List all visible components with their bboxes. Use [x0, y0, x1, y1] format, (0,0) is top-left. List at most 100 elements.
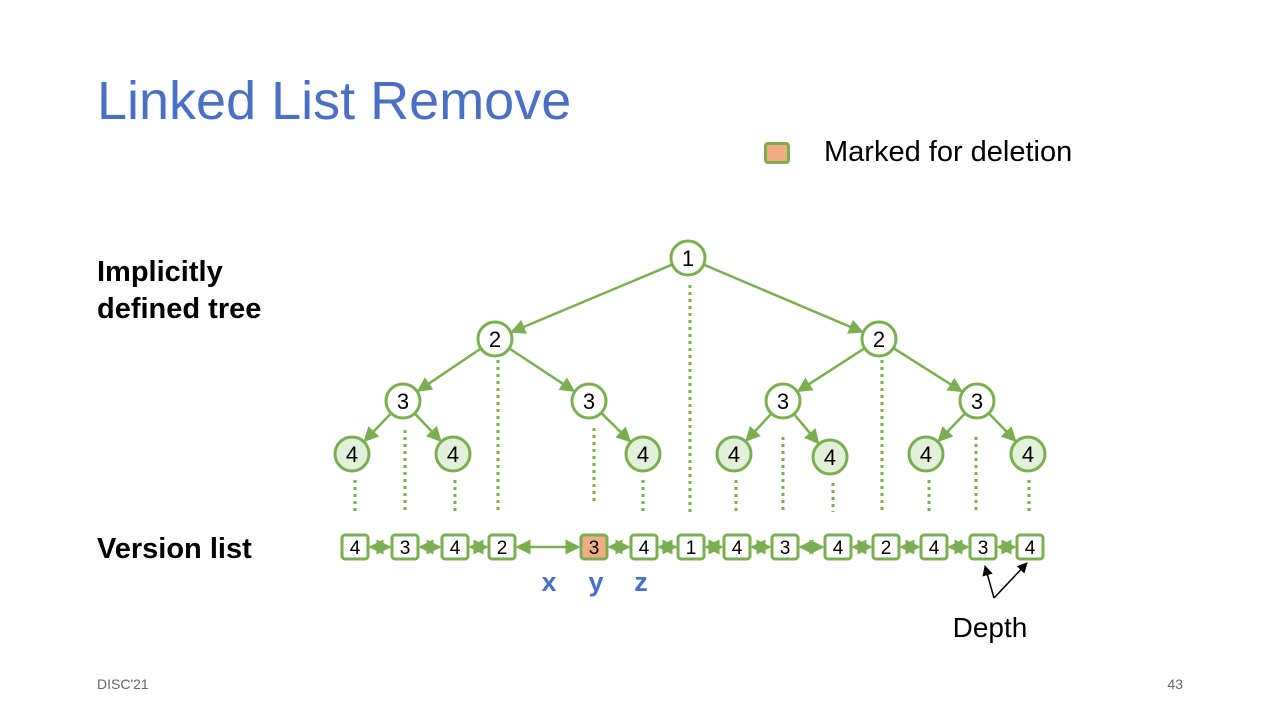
depth-annotation: Depth [953, 562, 1028, 643]
tree-node-circle [860, 320, 898, 358]
tree-node-label: 4 [728, 442, 740, 467]
version-list-box-7: 1 [676, 533, 706, 561]
list-box-label: 4 [639, 538, 650, 559]
version-list-box-8: 4 [722, 533, 752, 561]
version-list-box-14: 4 [1015, 533, 1045, 561]
tree-node-label: 1 [682, 246, 694, 271]
list-box [823, 533, 853, 561]
page-number: 43 [1167, 676, 1183, 692]
list-box [871, 533, 901, 561]
tree-node-b1: 3 [764, 382, 802, 420]
list-box [629, 533, 659, 561]
legend: Marked for deletion [764, 136, 1072, 169]
tree-node-label: 4 [346, 442, 358, 467]
list-box [919, 533, 949, 561]
tree-edge-b-b1 [796, 347, 866, 393]
tree-node-label: 3 [777, 389, 789, 414]
tree-node-circle [715, 435, 753, 473]
list-box-label: 3 [589, 538, 600, 559]
list-box [487, 533, 517, 561]
list-box [440, 533, 470, 561]
legend-swatch-marked [764, 141, 790, 164]
tree-edge-a2-l4 [600, 412, 632, 443]
tree-node-label: 2 [873, 327, 885, 352]
list-box [1015, 533, 1045, 561]
version-list-box-6: 4 [629, 533, 659, 561]
tree-node-l6: 4 [811, 438, 849, 476]
version-list-box-1: 4 [340, 533, 370, 561]
list-box-label: 3 [780, 538, 791, 559]
tree-edge-r-b [703, 263, 864, 334]
tree-node-label: 3 [397, 389, 409, 414]
tree-node-l2: 4 [434, 435, 472, 473]
list-box [770, 533, 800, 561]
version-list-boxes: 4 3 4 2 3 4 1 4 3 4 2 4 3 4 [340, 533, 1045, 561]
tree-node-label: 3 [583, 389, 595, 414]
tree-node-a2: 3 [570, 382, 608, 420]
tree-node-circle [434, 435, 472, 473]
list-box-label: 2 [881, 538, 892, 559]
tree-edge-a1-l2 [413, 412, 442, 442]
tree-edge-b2-l7 [937, 412, 967, 443]
tree-node-label: 4 [1022, 442, 1034, 467]
list-box-label: 3 [978, 538, 989, 559]
tree-edge-a-a1 [416, 347, 482, 392]
list-box-label: 1 [686, 538, 697, 559]
legend-label: Marked for deletion [824, 136, 1073, 168]
tree-edge-r-a [510, 263, 673, 334]
tree-edges [363, 263, 1017, 445]
list-box-label: 4 [450, 538, 461, 559]
version-list-box-2: 3 [390, 533, 420, 561]
tree-node-l5: 4 [715, 435, 753, 473]
version-list-box-13: 3 [968, 533, 998, 561]
tree-edge-a1-l1 [363, 412, 393, 443]
tree-edge-b-b2 [892, 347, 964, 393]
tree-node-circle [624, 435, 662, 473]
depth-arrow-2 [993, 562, 1028, 599]
pointer-label-x: x [541, 567, 556, 597]
tree-node-label: 4 [447, 442, 459, 467]
tree-node-circle [669, 239, 707, 277]
tree-label-line1: Implicitly [97, 256, 223, 288]
version-list-box-12: 4 [919, 533, 949, 561]
tree-node-circle [907, 435, 945, 473]
tree-node-circle [1009, 435, 1047, 473]
list-box-label: 2 [497, 538, 508, 559]
list-box-label: 4 [833, 538, 844, 559]
tree-node-a: 2 [476, 320, 514, 358]
tree-node-label: 4 [637, 442, 649, 467]
version-list-box-9: 3 [770, 533, 800, 561]
tree-node-l4: 4 [624, 435, 662, 473]
tree-label: Implicitly defined tree [97, 254, 261, 328]
tree-node-r: 1 [669, 239, 707, 277]
tree-node-circle [476, 320, 514, 358]
list-box-label: 4 [1025, 538, 1036, 559]
tree-edge-b2-l8 [987, 412, 1017, 443]
tree-node-label: 4 [824, 445, 836, 470]
tree-node-circle [958, 382, 996, 420]
version-list-label: Version list [97, 533, 252, 565]
version-list-box-4: 2 [487, 533, 517, 561]
tree-edge-b1-l6 [792, 413, 820, 445]
tree-node-l1: 4 [333, 435, 371, 473]
tree-label-line2: defined tree [97, 293, 262, 325]
depth-arrow-1 [982, 564, 995, 599]
list-box-label: 3 [400, 538, 411, 559]
version-list-box-10: 4 [823, 533, 853, 561]
tree-node-label: 4 [920, 442, 932, 467]
footer-conference: DISC'21 [97, 676, 149, 692]
tree-node-b2: 3 [958, 382, 996, 420]
list-box [390, 533, 420, 561]
slide-title: Linked List Remove [97, 71, 572, 131]
version-list-box-11: 2 [871, 533, 901, 561]
tree-node-circle [811, 438, 849, 476]
list-box [722, 533, 752, 561]
tree-node-circle [384, 382, 422, 420]
tree-node-label: 2 [489, 327, 501, 352]
tree-edge-b1-l5 [745, 412, 773, 442]
list-box [676, 533, 706, 561]
list-box [968, 533, 998, 561]
tree-node-circle [764, 382, 802, 420]
